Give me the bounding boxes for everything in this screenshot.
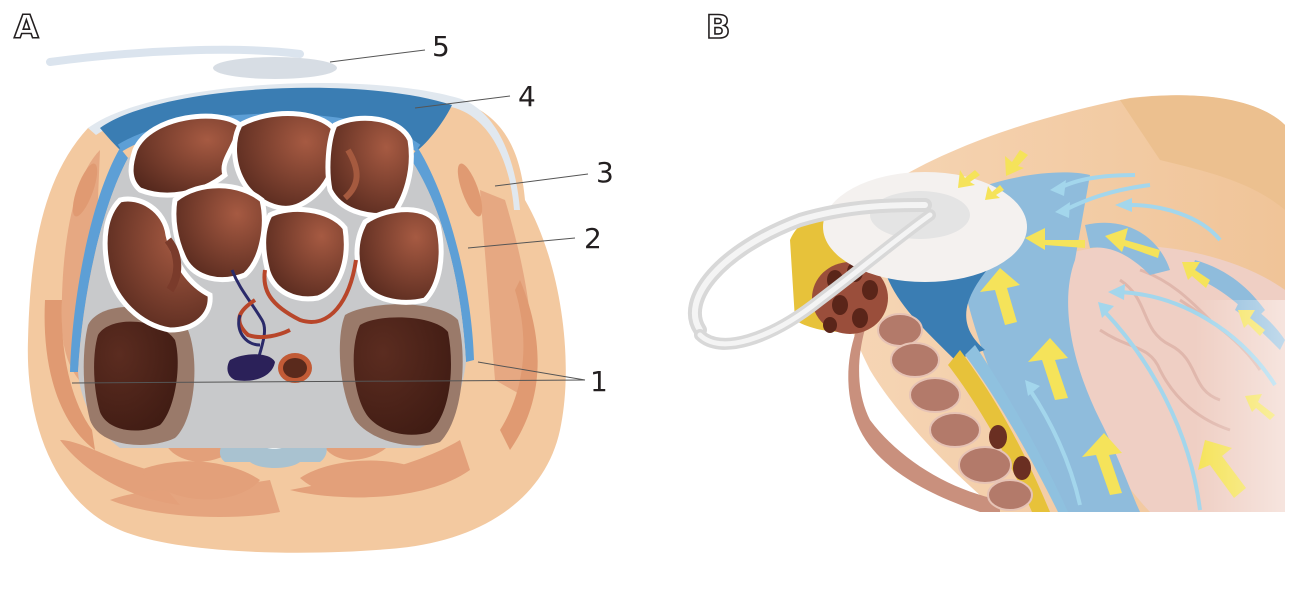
callout-lines	[71, 49, 589, 384]
callout-4: 4	[518, 80, 536, 113]
callout-2: 2	[584, 222, 602, 255]
muscle-bundles	[848, 290, 1000, 512]
callout-3: 3	[596, 156, 614, 189]
drainage-tube	[46, 45, 304, 66]
bowel-loops	[102, 111, 444, 333]
mesenteric-vessels	[230, 259, 358, 361]
fluid-flow-heads	[1025, 180, 1132, 396]
panel-a-label: A	[13, 7, 39, 47]
panel-b-label: B	[705, 7, 731, 47]
fade-overlay	[1195, 300, 1285, 512]
fluid-flow-arrows	[1028, 173, 1277, 511]
callout-5: 5	[432, 30, 450, 63]
callout-1: 1	[590, 365, 608, 398]
muscle-folds	[877, 313, 1033, 511]
panel-b-perspective	[688, 95, 1285, 513]
visceral-protective-layer	[70, 148, 128, 372]
drainage-pad	[213, 57, 337, 79]
vena-cava	[227, 354, 275, 381]
panel-a-cross-section: 5 4 3 2 1	[27, 30, 614, 553]
